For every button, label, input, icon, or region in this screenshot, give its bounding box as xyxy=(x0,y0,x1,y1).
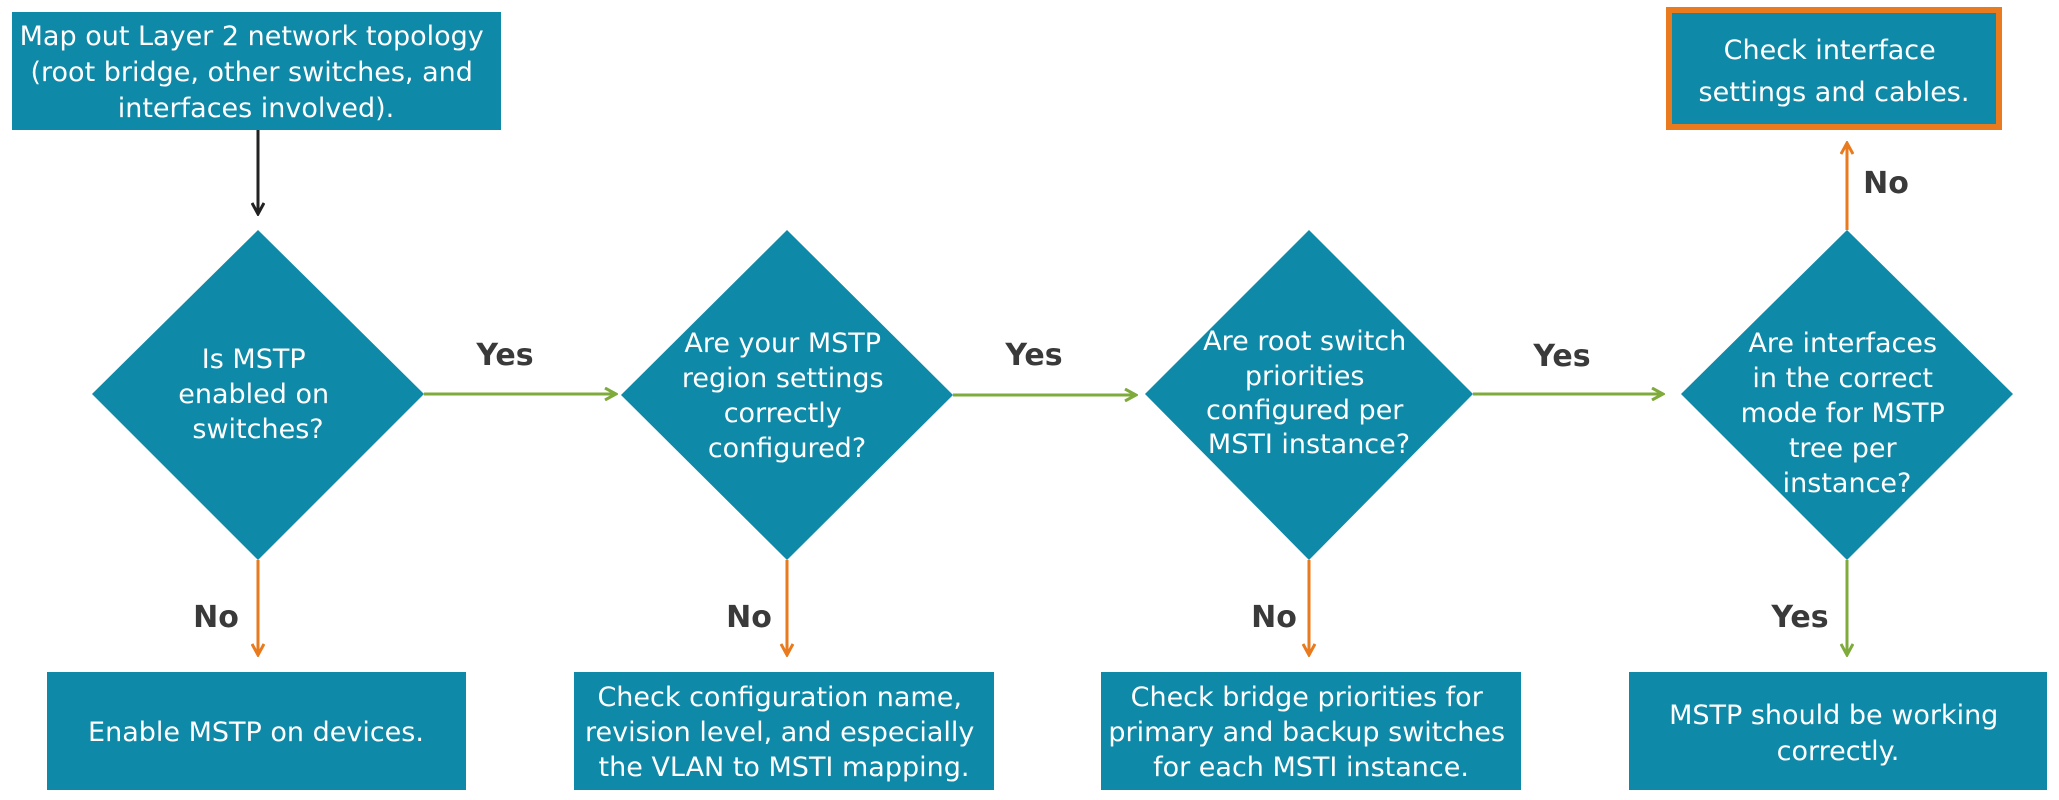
label-yes-2: Yes xyxy=(1004,338,1062,373)
label-no-1: No xyxy=(193,600,239,635)
label-no-4: No xyxy=(1863,166,1909,201)
decision-mstp-enabled: Is MSTP enabled on switches? xyxy=(92,230,424,560)
decision-interface-mode: Are interfaces in the correct mode for M… xyxy=(1681,230,2013,560)
decision-region-settings: Are your MSTP region settings correctly … xyxy=(621,230,953,560)
outcome-check-bridge-priorities: Check bridge priorities for primary and … xyxy=(1101,672,1521,790)
label-no-3: No xyxy=(1251,600,1297,635)
outcome-check-configuration-text: Check configuration name, revision level… xyxy=(585,682,983,783)
label-no-2: No xyxy=(726,600,772,635)
outcome-enable-mstp: Enable MSTP on devices. xyxy=(47,672,466,790)
outcome-enable-mstp-text: Enable MSTP on devices. xyxy=(88,717,424,748)
start-box: Map out Layer 2 network topology (root b… xyxy=(12,12,501,130)
label-yes-4: Yes xyxy=(1770,600,1828,635)
outcome-check-bridge-priorities-text: Check bridge priorities for primary and … xyxy=(1108,682,1513,783)
label-yes-1: Yes xyxy=(475,338,533,373)
outcome-check-interface-settings-text: Check interface settings and cables. xyxy=(1699,35,1970,108)
outcome-mstp-working-text: MSTP should be working correctly. xyxy=(1669,700,2007,767)
outcome-mstp-working: MSTP should be working correctly. xyxy=(1629,672,2047,790)
start-box-text: Map out Layer 2 network topology (root b… xyxy=(20,21,493,124)
outcome-check-configuration: Check configuration name, revision level… xyxy=(574,672,994,790)
decision-region-settings-text: Are your MSTP region settings correctly … xyxy=(682,328,892,464)
label-yes-3: Yes xyxy=(1532,339,1590,374)
decision-root-priorities-text: Are root switch priorities configured pe… xyxy=(1203,326,1415,460)
decision-mstp-enabled-text: Is MSTP enabled on switches? xyxy=(178,344,337,445)
decision-root-priorities: Are root switch priorities configured pe… xyxy=(1145,230,1473,560)
outcome-check-interface-settings: Check interface settings and cables. xyxy=(1666,7,2002,130)
decision-interface-mode-text: Are interfaces in the correct mode for M… xyxy=(1741,328,1954,499)
